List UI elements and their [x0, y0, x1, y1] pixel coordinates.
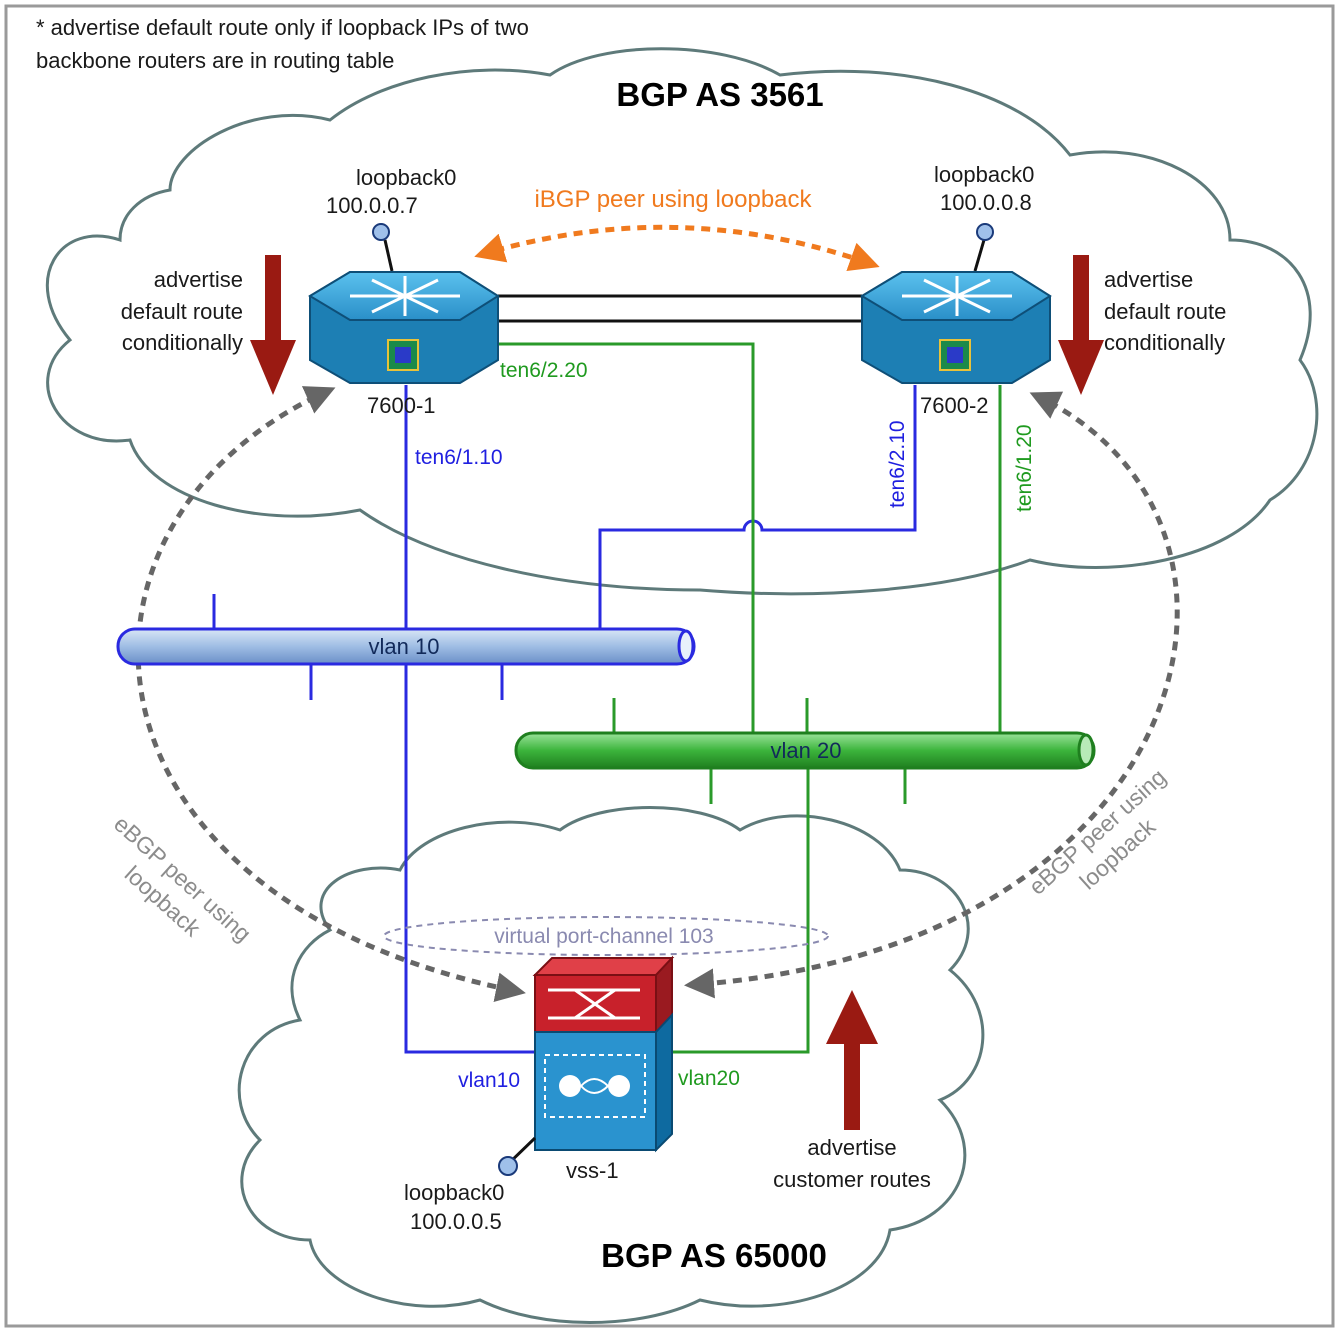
adv-left-line-2: default route: [121, 299, 243, 324]
vss-vlan20-label: vlan20: [678, 1067, 740, 1090]
vlan10-bus: vlan 10: [116, 627, 696, 666]
note-line-2: backbone routers are in routing table: [36, 48, 394, 73]
virtual-port-channel-label: virtual port-channel 103: [494, 925, 713, 948]
ibgp-label: iBGP peer using loopback: [534, 186, 812, 213]
vss-switch-icon[interactable]: [498, 955, 675, 1176]
router-7600-1[interactable]: [308, 223, 500, 384]
router-icon: [902, 276, 1012, 316]
adv-customer-line-1: advertise: [807, 1135, 896, 1160]
iface-r2-ten6-1-20: ten6/1.20: [1013, 424, 1036, 512]
r1-loopback-label: loopback0: [356, 165, 456, 190]
advertise-arrow-right: [1058, 255, 1104, 395]
vss-loopback-label: loopback0: [404, 1180, 504, 1205]
adv-left-line-3: conditionally: [122, 330, 243, 355]
loopback-pin-icon: [976, 223, 994, 241]
as65000-title: BGP AS 65000: [601, 1237, 827, 1274]
ibgp-peer-arrow: [474, 224, 880, 272]
vss-loopback-ip: 100.0.0.5: [410, 1209, 502, 1234]
as3561-title: BGP AS 3561: [616, 76, 823, 113]
iface-r1-ten6-1-10: ten6/1.10: [415, 446, 503, 469]
adv-customer-line-2: customer routes: [773, 1167, 931, 1192]
iface-r2-ten6-2-10: ten6/2.10: [886, 420, 909, 508]
adv-right-line-3: conditionally: [1104, 330, 1225, 355]
adv-right-line-2: default route: [1104, 299, 1226, 324]
r2-name: 7600-2: [920, 393, 989, 418]
vlan10-label: vlan 10: [369, 634, 440, 659]
adv-left-line-1: advertise: [154, 267, 243, 292]
loopback-pin-icon: [372, 223, 390, 241]
advertise-customer-arrow: [826, 990, 878, 1130]
router-icon: [350, 276, 460, 316]
r2-loopback-label: loopback0: [934, 162, 1034, 187]
vlan20-label: vlan 20: [771, 738, 842, 763]
vss-vlan10-label: vlan10: [458, 1069, 520, 1092]
r1-loopback-ip: 100.0.0.7: [326, 193, 418, 218]
vlan20-wiring: [498, 342, 1002, 1054]
loopback-pin-icon: [498, 1156, 518, 1176]
ebgp-right-arrow: [684, 391, 1180, 999]
r1-name: 7600-1: [367, 393, 436, 418]
vss-name: vss-1: [566, 1158, 619, 1183]
iface-r1-ten6-2-20: ten6/2.20: [500, 359, 588, 382]
adv-right-line-1: advertise: [1104, 267, 1193, 292]
ebgp-left-arrow: [135, 386, 526, 1002]
vlan20-bus: vlan 20: [514, 731, 1096, 770]
advertise-arrow-left: [250, 255, 296, 395]
virtual-port-channel-ellipse: [383, 916, 829, 956]
r2-loopback-ip: 100.0.0.8: [940, 190, 1032, 215]
router-7600-2[interactable]: [860, 223, 1052, 384]
note-line-1: * advertise default route only if loopba…: [36, 15, 529, 40]
